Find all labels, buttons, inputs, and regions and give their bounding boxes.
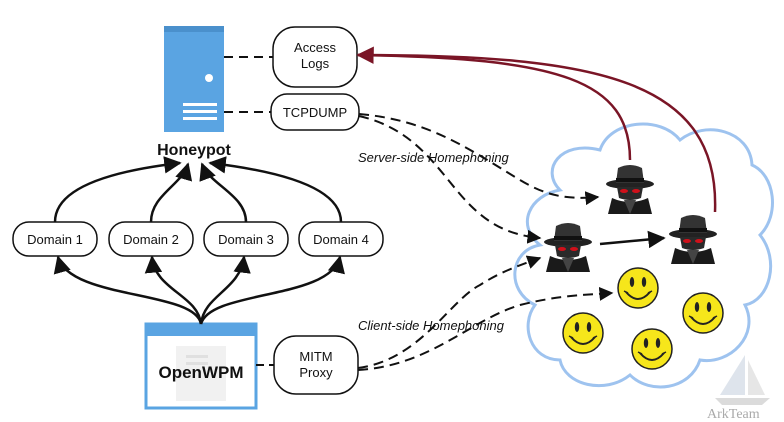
- domains-to-honeypot-edges: [53, 156, 343, 223]
- watermark-text: ArkTeam: [707, 407, 760, 422]
- browser-window-icon: [144, 322, 258, 410]
- access-logs-label-line2: Logs: [301, 56, 330, 71]
- honeypot-label: Honeypot: [157, 142, 231, 159]
- mitm-proxy-label-line1: MITM: [299, 349, 332, 364]
- smiley-face-icon: [617, 267, 659, 309]
- attacker-to-access-logs-edges: [356, 46, 717, 213]
- server-icon: [164, 26, 224, 132]
- server-side-homephoning-label: Server-side Homephoning: [358, 150, 510, 165]
- smiley-face-icon: [631, 328, 673, 370]
- client-side-homephoning-label: Client-side Homephoning: [358, 318, 505, 333]
- openwpm-label: OpenWPM: [159, 363, 244, 382]
- svg-text:Domain 4: Domain 4: [313, 232, 369, 247]
- server-side-homephoning-edges: [358, 113, 600, 244]
- attacker-to-attacker-edge: [599, 230, 666, 249]
- smiley-face-icon: [682, 292, 724, 334]
- access-logs-label-line1: Access: [294, 40, 336, 55]
- client-side-homephoning-edges: [357, 255, 614, 371]
- domain-node-2: Domain 2: [108, 221, 194, 257]
- domain-node-1: Domain 1: [12, 221, 98, 257]
- sailboat-icon: [715, 355, 770, 405]
- domain-node-4: Domain 4: [298, 221, 384, 257]
- domain-node-3: Domain 3: [203, 221, 289, 257]
- svg-text:Domain 3: Domain 3: [218, 232, 274, 247]
- svg-text:Domain 1: Domain 1: [27, 232, 83, 247]
- openwpm-to-domains-edges: [53, 255, 345, 325]
- tcpdump-label: TCPDUMP: [283, 105, 347, 120]
- smiley-face-icon: [562, 312, 604, 354]
- svg-text:Domain 2: Domain 2: [123, 232, 179, 247]
- mitm-proxy-label-line2: Proxy: [299, 365, 333, 380]
